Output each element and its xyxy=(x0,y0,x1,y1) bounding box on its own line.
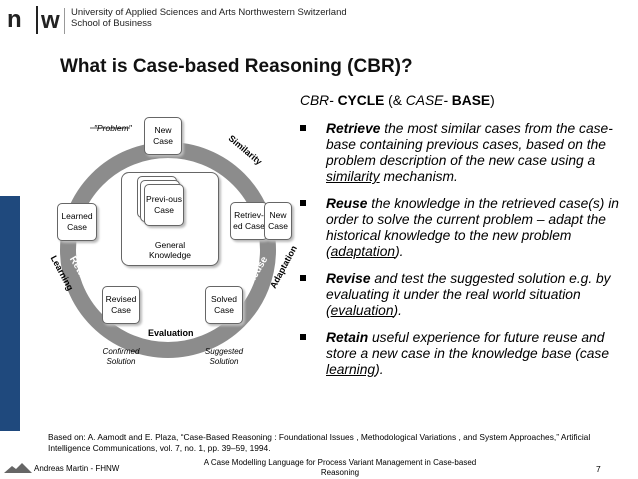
bullet-text: useful experience for future reuse and s… xyxy=(326,330,610,361)
confirmed-solution-label: Confirmed Solution xyxy=(102,347,140,366)
bullet-text-end: ). xyxy=(395,244,404,259)
new-case-box: New Case xyxy=(144,117,182,155)
bullet-text: the most similar cases from the case-bas… xyxy=(326,121,613,168)
cbr-cycle-diagram: "Problem" New Case Previ-ous Case Genera… xyxy=(40,100,315,410)
header: n w University of Applied Sciences and A… xyxy=(0,0,638,42)
bullet-retain: Retain useful experience for future reus… xyxy=(300,330,620,378)
bullet-term: Retrieve xyxy=(326,121,381,136)
bullet-revise: Revise and test the suggested solution e… xyxy=(300,271,620,319)
bullet-marker xyxy=(300,334,306,340)
bullet-text-end: ). xyxy=(375,362,384,377)
problem-label: "Problem" xyxy=(94,123,132,133)
bullet-text: and test the suggested solution e.g. by … xyxy=(326,271,611,318)
cycle-suffix: ) xyxy=(490,93,495,108)
logo-n: n xyxy=(7,6,22,33)
reference-note: Based on: A. Aamodt and E. Plaza, “Case-… xyxy=(48,432,591,453)
bullet-reuse: Reuse the knowledge in the retrieved cas… xyxy=(300,196,620,260)
bullet-marker xyxy=(300,125,306,131)
page-number: 7 xyxy=(596,464,601,474)
bullet-term: Reuse xyxy=(326,196,368,211)
base-word: BASE xyxy=(451,93,491,108)
bullet-marker xyxy=(300,200,306,206)
cycle-prefix: CBR- xyxy=(300,93,338,108)
retrieved-case-box: Retriev-ed Case xyxy=(230,202,268,240)
mountain-icon xyxy=(4,463,32,473)
header-separator xyxy=(64,8,65,34)
general-knowledge-label: General Knowledge xyxy=(148,240,192,260)
bullet-key: evaluation xyxy=(330,303,394,318)
university-name: University of Applied Sciences and Arts … xyxy=(71,7,347,29)
solved-case-box: Solved Case xyxy=(205,286,243,324)
cycle-middle: (& xyxy=(384,93,406,108)
bullet-term: Revise xyxy=(326,271,371,286)
bullet-retrieve: Retrieve the most similar cases from the… xyxy=(300,121,620,185)
bullet-text: the knowledge in the retrieved case(s) i… xyxy=(326,196,619,259)
logo-w: w xyxy=(41,7,60,34)
university-line2: School of Business xyxy=(71,18,152,29)
bullet-marker xyxy=(300,275,306,281)
cycle-heading: CBR- CYCLE (& CASE- BASE) xyxy=(300,93,620,109)
footer: Andreas Martin - FHNW A Case Modelling L… xyxy=(0,458,638,479)
bullet-key: adaptation xyxy=(330,244,396,259)
evaluation-label: Evaluation xyxy=(148,328,194,338)
bullet-text-end: ). xyxy=(393,303,402,318)
footer-author: Andreas Martin - FHNW xyxy=(34,464,120,473)
cycle-word: CYCLE xyxy=(337,93,385,108)
new-case-box-2: New Case xyxy=(264,202,292,240)
learned-case-box: Learned Case xyxy=(57,203,97,241)
slide-title: What is Case-based Reasoning (CBR)? xyxy=(60,56,413,77)
content-panel: CBR- CYCLE (& CASE- BASE) Retrieve the m… xyxy=(300,93,620,389)
footer-title: A Case Modelling Language for Process Va… xyxy=(203,458,477,477)
bullet-key: similarity xyxy=(326,169,380,184)
accent-bar xyxy=(0,196,20,431)
suggested-solution-label: Suggested Solution xyxy=(204,347,244,366)
bullet-term: Retain xyxy=(326,330,369,345)
case-word: CASE- xyxy=(405,93,452,108)
logo-divider xyxy=(36,6,38,34)
bullet-key: learning xyxy=(326,362,376,377)
bullet-text-end: mechanism. xyxy=(379,169,458,184)
revised-case-box: Revised Case xyxy=(102,286,140,324)
arrow-revise: Revise xyxy=(155,303,188,314)
previous-case-box: Previ-ous Case xyxy=(144,184,184,226)
university-line1: University of Applied Sciences and Arts … xyxy=(71,7,347,18)
